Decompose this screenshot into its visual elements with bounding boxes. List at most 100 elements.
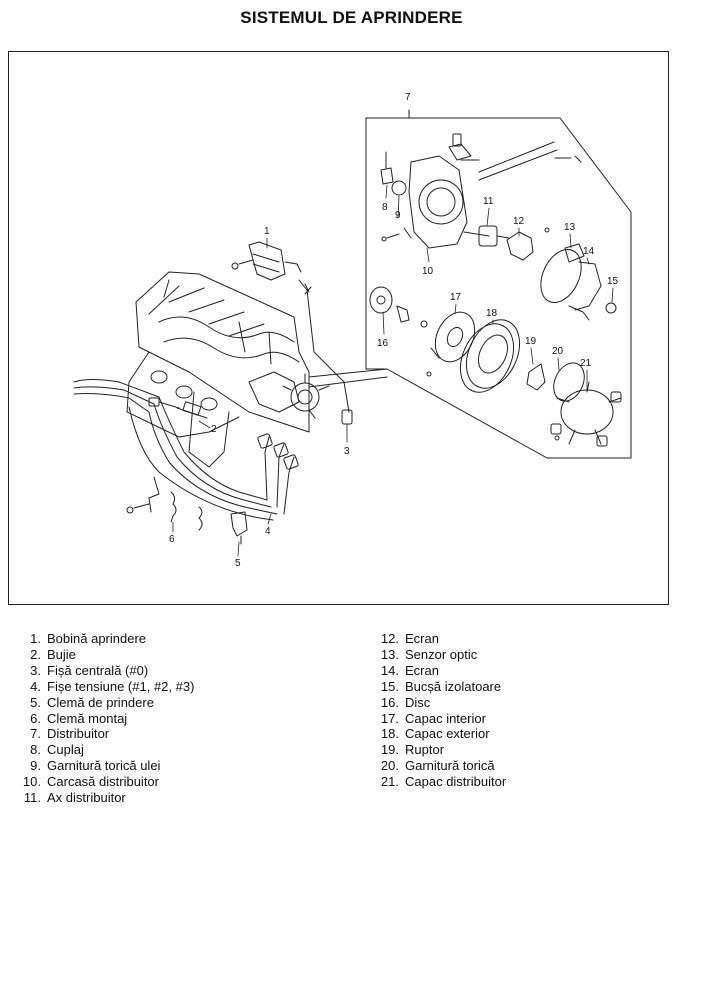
legend-label: Fișă centrală (#0)	[47, 662, 149, 678]
legend-label: Fișe tensiune (#1, #2, #3)	[47, 678, 195, 694]
callout-17: 17	[450, 292, 462, 303]
legend-number: 4.	[30, 678, 41, 694]
legend-item: 15. Bucșă izolatoare	[370, 679, 690, 695]
legend-label: Garnitură torică ulei	[47, 758, 161, 774]
legend-label: Ax distribuitor	[47, 790, 126, 806]
legend-item: 10. Carcasă distribuitor	[12, 774, 342, 790]
legend-item: 19. Ruptor	[370, 742, 690, 758]
callout-4: 4	[265, 526, 271, 537]
distributor-shaft-drawing	[463, 225, 510, 247]
legend-number: 16.	[380, 694, 399, 710]
optical-sensor-drawing	[540, 243, 617, 321]
callout-14: 14	[583, 246, 595, 257]
callout-numbers: 1 2 3 4 5 6 7 8 9 10 11 12 13 14 15 16 1…	[169, 92, 619, 569]
legend-number: 21.	[380, 774, 399, 790]
distributor-cap-drawing	[550, 381, 622, 447]
legend-item: 21. Capac distribuitor	[370, 774, 690, 790]
legend-label: Bujie	[47, 646, 76, 662]
legend-label: Distribuitor	[47, 726, 110, 742]
rotor-drawing	[526, 362, 585, 402]
legend-number: 1.	[30, 631, 41, 646]
callout-5: 5	[235, 558, 241, 569]
legend-item: 1. Bobină aprindere	[12, 631, 342, 647]
legend-label: Cuplaj	[47, 742, 84, 758]
legend-number: 14.	[380, 662, 399, 678]
legend-item: 9. Garnitură torică ulei	[12, 758, 342, 774]
legend-item: 17.Capac interior	[370, 711, 690, 727]
legend-number: 12.	[380, 631, 399, 646]
spark-plug-drawing	[158, 401, 208, 419]
legend-item: 18. Capac exterior	[370, 726, 690, 742]
callout-12: 12	[513, 216, 525, 227]
engine-block	[126, 271, 310, 468]
legend-label: Capac interior	[405, 710, 486, 726]
legend-item: 16. Disc	[370, 695, 690, 711]
legend-label: Clemă de prindere	[47, 694, 154, 710]
exploded-diagram: 1 2 3 4 5 6 7 8 9 10 11 12 13 14 15 16 1…	[8, 51, 669, 605]
outer-cover-drawing	[426, 319, 521, 393]
legend-number: 13.	[380, 646, 399, 662]
legend-item: 13. Senzor optic	[370, 647, 690, 663]
legend-number: 11.	[23, 790, 41, 806]
mounted-distributor	[282, 373, 330, 419]
legend-number: 3.	[30, 662, 41, 678]
legend-label: Senzor optic	[405, 646, 478, 662]
page-title: SISTEMUL DE APRINDERE	[240, 8, 463, 27]
callout-15: 15	[607, 276, 619, 287]
legend-item: 20. Garnitură torică	[370, 758, 690, 774]
legend-label: Bobină aprindere	[47, 631, 147, 646]
legend-item: 14.Ecran	[370, 663, 690, 679]
legend-right-column: 12. Ecran 13. Senzor optic 14.Ecran 15. Buc…	[370, 631, 690, 790]
callout-19: 19	[525, 336, 537, 347]
legend-number: 15.	[380, 678, 399, 694]
distributor-housing-drawing	[380, 133, 582, 249]
callout-3: 3	[344, 446, 350, 457]
legend-item: 8. Cuplaj	[12, 742, 342, 758]
legend-item: 2. Bujie	[12, 647, 342, 663]
callout-10: 10	[422, 266, 434, 277]
legend-label: Capac exterior	[405, 726, 490, 742]
legend-label: Clemă montaj	[47, 710, 128, 726]
clips-drawing	[126, 476, 248, 545]
callout-6: 6	[169, 534, 175, 545]
legend-number: 9.	[30, 758, 41, 774]
legend-item: 6. Clemă montaj	[12, 711, 342, 727]
legend-number: 18.	[380, 726, 399, 742]
legend-label: Garnitură torică	[405, 758, 495, 774]
legend-label: Ecran	[405, 631, 439, 646]
diagram-drawing: 1 2 3 4 5 6 7 8 9 10 11 12 13 14 15 16 1…	[73, 92, 632, 569]
callout-9: 9	[395, 210, 401, 221]
callout-13: 13	[564, 222, 576, 233]
legend-number: 8.	[30, 742, 41, 758]
legend-number: 5.	[30, 694, 41, 710]
callout-18: 18	[486, 308, 498, 319]
legend-item: 11. Ax distribuitor	[12, 790, 342, 806]
callout-20: 20	[552, 346, 564, 357]
legend-number: 7.	[30, 726, 41, 742]
legend-label: Capac distribuitor	[405, 774, 507, 790]
legend-number: 6.	[30, 710, 41, 726]
callout-11: 11	[483, 196, 494, 207]
legend-number: 19.	[380, 742, 399, 758]
legend-label: Ruptor	[405, 742, 445, 758]
legend-item: 3. Fișă centrală (#0)	[12, 663, 342, 679]
legend-label: Carcasă distribuitor	[47, 774, 159, 790]
shield-12-drawing	[506, 227, 550, 261]
callout-2: 2	[211, 424, 217, 435]
legend-number: 2.	[30, 646, 41, 662]
legend-item: 5. Clemă de prindere	[12, 695, 342, 711]
distributor-panel-outline	[308, 109, 632, 459]
ignition-coil-drawing	[231, 241, 353, 425]
legend-label: Disc	[405, 694, 431, 710]
legend-item: 7. Distribuitor	[12, 726, 342, 742]
inner-cover-drawing	[430, 311, 476, 363]
legend-left-column: 1. Bobină aprindere 2. Bujie 3. Fișă centra…	[12, 631, 342, 806]
legend-number: 10.	[22, 774, 41, 790]
legend-item: 12. Ecran	[370, 631, 690, 647]
legend-number: 20.	[380, 758, 399, 774]
callout-21: 21	[580, 358, 592, 369]
ht-leads-drawing	[73, 379, 299, 521]
legend-item: 4. Fișe tensiune (#1, #2, #3)	[12, 679, 342, 695]
callout-16: 16	[377, 338, 389, 349]
legend-label: Bucșă izolatoare	[405, 678, 502, 694]
